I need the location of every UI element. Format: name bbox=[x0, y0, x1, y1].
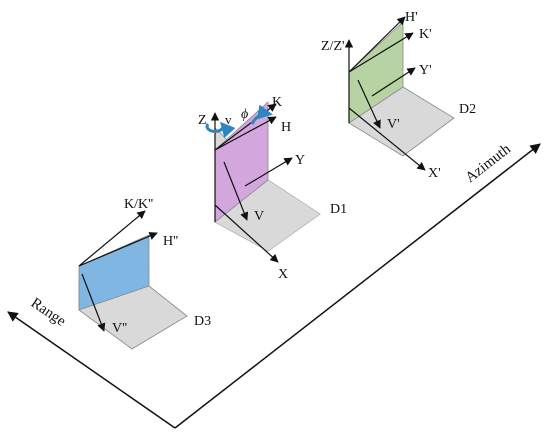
d2-v-axis bbox=[357, 79, 381, 129]
range-label: Range bbox=[28, 295, 69, 330]
d2-v-label: V' bbox=[387, 117, 400, 132]
d1-label: D1 bbox=[330, 202, 347, 217]
d1-y-label: Y bbox=[295, 153, 305, 168]
d1-h-label: H bbox=[281, 120, 291, 135]
d3-h-axis bbox=[78, 232, 158, 267]
d2-group: Z/Z' H' K' Y' V' D2 X' bbox=[321, 10, 476, 181]
d2-h-axis bbox=[348, 16, 406, 73]
d3-v-label: V'' bbox=[112, 321, 127, 336]
d1-h-axis bbox=[214, 116, 277, 151]
d1-rotation-arrow-v bbox=[205, 121, 236, 138]
d1-z-label: Z bbox=[198, 113, 207, 128]
d2-z-label: Z/Z' bbox=[321, 39, 345, 54]
d2-k-axis bbox=[348, 32, 414, 73]
d1-v-axis bbox=[223, 161, 249, 221]
d2-x-label: X' bbox=[428, 166, 441, 181]
d1-phi-label: ϕ bbox=[241, 107, 248, 122]
azimuth-label: Azimuth bbox=[463, 141, 515, 186]
d3-k-label: K/K'' bbox=[124, 197, 153, 212]
d1-x-axis bbox=[214, 204, 279, 263]
d1-v-small-label: v bbox=[225, 112, 232, 127]
d3-vertical-plane bbox=[78, 234, 150, 311]
d1-y-axis bbox=[244, 157, 293, 187]
d2-y-axis bbox=[371, 67, 416, 97]
d3-label: D3 bbox=[194, 314, 211, 329]
d3-group: K/K'' H'' V'' D3 bbox=[78, 197, 211, 350]
d3-k-axis bbox=[78, 210, 146, 267]
d2-k-label: K' bbox=[419, 27, 432, 42]
d1-rotation-arrow-phi bbox=[250, 104, 273, 125]
d3-v-axis bbox=[81, 273, 106, 332]
d1-v-label: V bbox=[254, 209, 264, 224]
range-axis bbox=[7, 311, 176, 429]
d1-k-label: K bbox=[272, 95, 282, 110]
azimuth-axis bbox=[174, 143, 541, 429]
d3-h-label: H'' bbox=[163, 234, 178, 249]
d2-h-label: H' bbox=[405, 10, 418, 25]
d2-label: D2 bbox=[459, 102, 476, 117]
d2-x-axis bbox=[348, 107, 426, 171]
d1-x-label: X bbox=[278, 267, 288, 282]
d2-y-label: Y' bbox=[419, 63, 432, 78]
d1-group: Z v ϕ K H Y V D1 X bbox=[198, 95, 347, 282]
